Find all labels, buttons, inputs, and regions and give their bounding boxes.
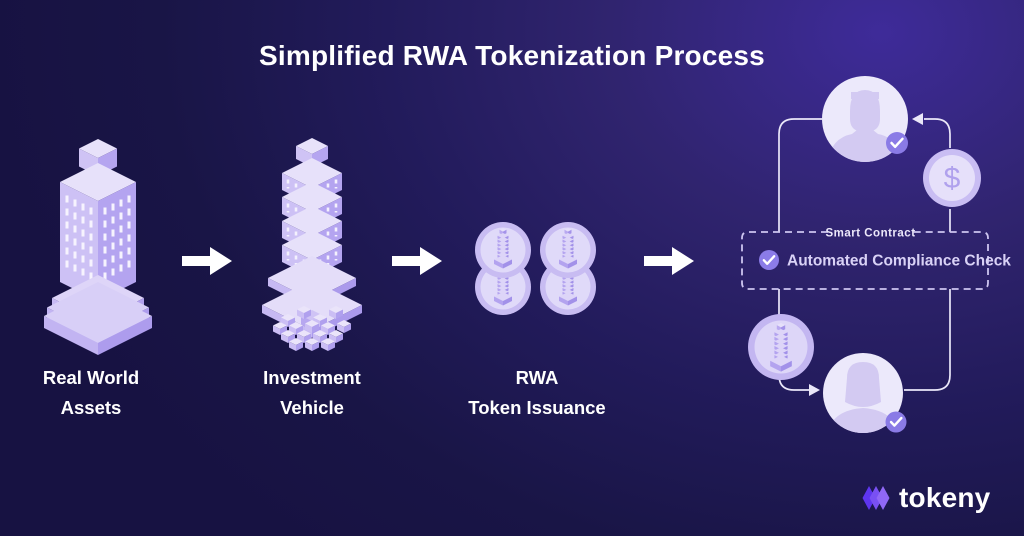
brand-logo: tokeny [862,478,990,518]
check-icon [759,250,779,270]
building-windows [65,195,131,286]
dollar-coin-icon: $ [923,149,981,207]
fractionalized-building-icon [262,138,362,351]
smart-contract-box [741,231,989,290]
compliance-check-label: Automated Compliance Check [787,253,1011,270]
arrow-right-icon [392,247,442,275]
stage-label-real-world-assets: Real World Assets [1,363,181,423]
label-line: Token Issuance [468,397,606,418]
investor-avatar-icon [822,76,908,162]
label-line: Assets [60,397,122,418]
label-line: Investment [263,367,361,388]
flow-arrowhead-icon [809,384,820,396]
verified-badge-icon [885,411,907,433]
label-line: RWA [515,367,559,388]
smart-contract-label: Smart Contract [825,228,915,240]
arrow-right-icon [644,247,694,275]
label-line: Vehicle [280,397,344,418]
label-line: Real World [42,367,140,388]
flow-arrowhead-icon [912,113,923,125]
recipient-avatar-icon [823,353,907,433]
smart-contract-flow-diagram: Smart Contract Automated Compliance Chec… [741,76,1011,433]
svg-text:$: $ [944,162,961,195]
tokeny-logo-mark-icon [862,486,890,510]
page-title: Simplified RWA Tokenization Process [259,40,765,71]
token-coins-icon [475,222,596,315]
arrow-right-icon [182,247,232,275]
token-coin-icon [748,314,814,380]
stage-label-rwa-token-issuance: RWA Token Issuance [447,363,627,423]
building-icon [44,139,152,355]
stage-label-investment-vehicle: Investment Vehicle [222,363,402,423]
tokeny-logo-text: tokeny [899,482,991,513]
check-mark [762,255,776,265]
